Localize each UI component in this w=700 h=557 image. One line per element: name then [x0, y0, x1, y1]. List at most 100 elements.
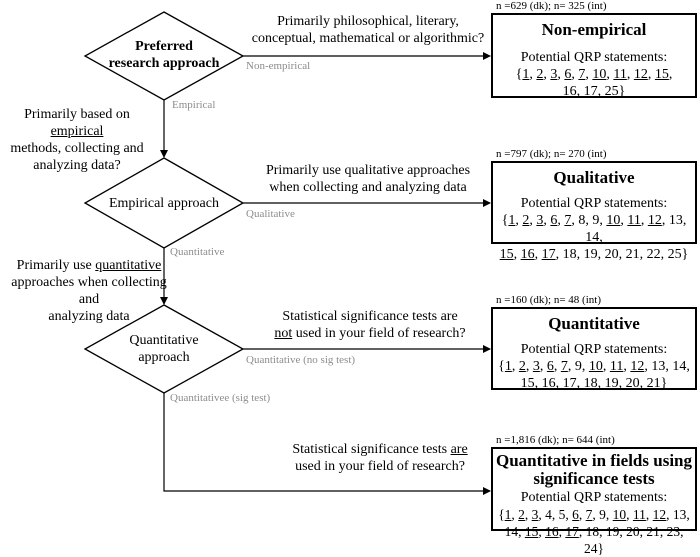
edge-label-qualitative: Qualitative	[246, 208, 295, 220]
statement-text: ,	[543, 213, 551, 228]
statement-number-underlined: 16	[562, 84, 577, 99]
question-empirical-line1: Primarily based on empirical	[2, 106, 152, 140]
question-nonempirical-line1: Primarily philosophical, literary,	[277, 14, 459, 29]
question-qualitative-line1: Primarily use qualitative approaches	[265, 163, 471, 178]
box-nonempirical-title: Non-empirical	[541, 20, 647, 39]
question-empirical: Primarily based on empirical methods, co…	[2, 106, 152, 174]
statement-number-underlined: 1	[504, 507, 512, 522]
question-sig-pre: Statistical significance tests	[292, 442, 451, 457]
question-sig-line2: used in your field of research?	[295, 459, 465, 474]
box-significance-statements-line1: {1, 2, 3, 4, 5, 6, 7, 9, 10, 11, 12, 13,	[493, 506, 695, 523]
question-nosig-underlined: not	[274, 326, 293, 341]
statement-number-underlined: 15	[499, 247, 514, 262]
statement-number-underlined: 10	[592, 67, 607, 82]
question-nosig-line1: Statistical significance tests are	[282, 309, 458, 324]
diamond-preferred-label: Preferred research approach	[96, 38, 232, 72]
statement-number-underlined: 3	[531, 507, 539, 522]
question-sig-line1: Statistical significance tests are	[272, 441, 488, 458]
question-nosig: Statistical significance tests are not u…	[256, 308, 484, 342]
statement-text: ,	[623, 359, 631, 374]
statement-text: ,	[529, 213, 537, 228]
statement-text: , 13, 14,	[585, 213, 687, 245]
statement-text: ,	[640, 213, 648, 228]
statement-number-underlined: 11	[609, 359, 624, 374]
statement-number-underlined: 2	[522, 213, 530, 228]
box-quantitative: Quantitative Potential QRP statements: {…	[491, 307, 697, 391]
statement-number-underlined: 15	[520, 376, 535, 391]
statement-text: , 18, 19, 20, 21, 22, 25}	[555, 247, 689, 262]
box-nonempirical: Non-empirical Potential QRP statements: …	[491, 13, 697, 100]
statement-text: ,	[606, 67, 614, 82]
box-significance-statements: {1, 2, 3, 4, 5, 6, 7, 9, 10, 11, 12, 13,…	[493, 506, 695, 557]
statement-text: ,	[553, 359, 561, 374]
question-nonempirical: Primarily philosophical, literary, conce…	[248, 13, 488, 47]
n-label-qualitative: n =797 (dk); n= 270 (int)	[496, 148, 607, 160]
statement-number-underlined: 16	[520, 247, 535, 262]
statement-text: ,	[511, 359, 519, 374]
box-significance: Quantitative in fields using significanc…	[491, 447, 697, 556]
question-quantitative-pre: Primarily use	[16, 258, 96, 273]
statement-text: , 4, 5,	[538, 507, 573, 522]
box-significance-statements-line2: 14, 15, 16, 17, 18, 19, 20, 21, 23, 24}	[493, 523, 695, 557]
diamond-empirical-line1: Empirical approach	[108, 196, 219, 211]
statement-text: , 13, 14,	[644, 359, 690, 374]
diamond-empirical-label: Empirical approach	[96, 195, 232, 212]
edge-label-nosig: Quantitative (no sig test)	[246, 354, 356, 366]
diamond-preferred-line1: Preferred	[135, 39, 193, 54]
n-label-significance: n =1,816 (dk); n= 644 (int)	[496, 434, 615, 446]
statement-number-underlined: 12	[630, 359, 645, 374]
box-quantitative-title: Quantitative	[548, 314, 640, 333]
n-label-quantitative: n =160 (dk); n= 48 (int)	[496, 294, 601, 306]
statement-text: ,	[571, 67, 579, 82]
statement-text: ,	[515, 213, 523, 228]
statement-number-underlined: 7	[564, 213, 572, 228]
box-qualitative-title: Qualitative	[553, 168, 635, 187]
statement-text: ,	[602, 359, 610, 374]
statement-text: ,	[626, 507, 633, 522]
statement-text: ,	[543, 67, 551, 82]
question-quantitative-underlined: quantitative	[95, 258, 162, 273]
question-empirical-line3: analyzing data?	[33, 158, 121, 173]
box-quantitative-subtitle: Potential QRP statements:	[520, 342, 668, 357]
statement-text: ,	[668, 67, 673, 82]
question-nosig-line2: not used in your field of research?	[256, 325, 484, 342]
statement-number-underlined: 2	[536, 67, 544, 82]
statement-number-underlined: 12	[647, 213, 662, 228]
question-empirical-pre: Primarily based on	[24, 107, 130, 122]
statement-text: ,	[576, 84, 584, 99]
statement-text: ,	[539, 359, 547, 374]
statement-text: {	[501, 213, 509, 228]
question-quantitative-line1: Primarily use quantitative	[4, 257, 174, 274]
statement-number-underlined: 15	[524, 524, 539, 539]
statement-text: ,	[626, 67, 634, 82]
statement-text: ,	[534, 376, 542, 391]
statement-number-underlined: 2	[518, 507, 525, 522]
box-nonempirical-statements-line2: 16, 17, 25}	[493, 83, 695, 100]
box-significance-title-line2: significance tests	[533, 469, 655, 488]
statement-text: ,	[555, 376, 563, 391]
statement-number-underlined: 17	[565, 524, 579, 539]
statement-text: , 8, 9,	[571, 213, 607, 228]
statement-text: ,	[525, 359, 533, 374]
statement-number-underlined: 1	[508, 213, 516, 228]
statement-text: {	[498, 359, 505, 374]
statement-number-underlined: 15	[654, 67, 669, 82]
edge-label-nonempirical: Non-empirical	[246, 60, 311, 72]
diamond-preferred-line2: research approach	[108, 56, 220, 71]
statement-text: , 18, 19, 20, 21}	[576, 376, 668, 391]
statement-number-underlined: 6	[572, 507, 579, 522]
statement-number-underlined: 3	[536, 213, 544, 228]
arrow-to-significance	[163, 393, 491, 495]
box-nonempirical-subtitle: Potential QRP statements:	[520, 50, 668, 65]
edge-label-empirical: Empirical	[172, 99, 216, 111]
box-nonempirical-statements: {1, 2, 3, 6, 7, 10, 11, 12, 15, 16, 17, …	[493, 66, 695, 100]
statement-number-underlined: 10	[612, 507, 627, 522]
statement-text: ,	[578, 507, 586, 522]
diamond-quantitative-line1: Quantitative	[129, 333, 199, 348]
statement-number-underlined: 6	[550, 213, 558, 228]
statement-number-underlined: 3	[550, 67, 558, 82]
question-empirical-underlined: empirical	[50, 124, 104, 139]
box-significance-title-line1: Quantitative in fields using	[495, 451, 692, 470]
statement-text: , 25}	[597, 84, 626, 99]
